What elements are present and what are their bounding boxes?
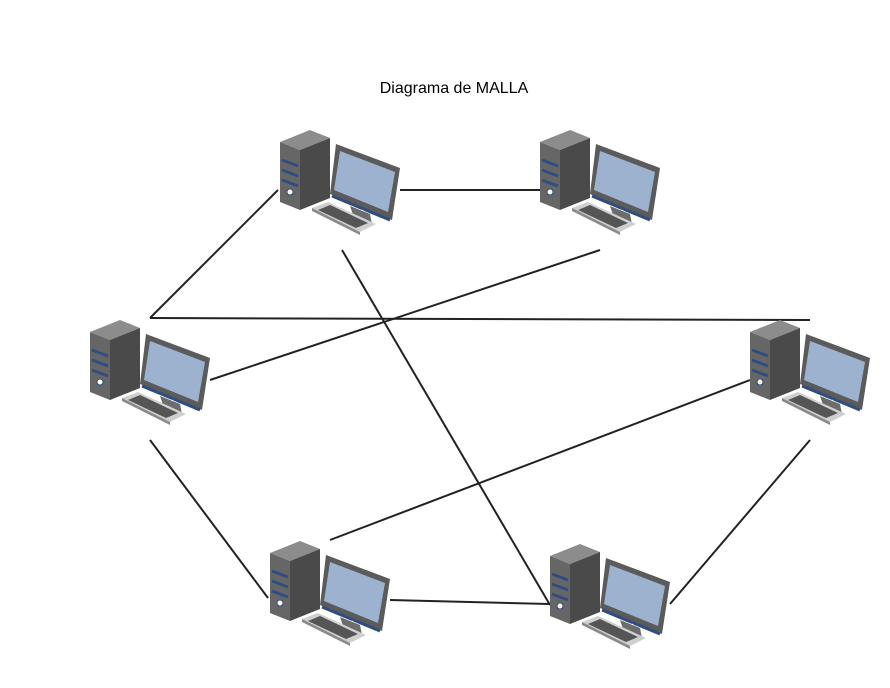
- diagram-title: Diagrama de MALLA: [379, 80, 529, 97]
- desktop-computer-icon: [538, 128, 662, 237]
- link-pc-middle-left-to-pc-middle-right: [149, 317, 811, 321]
- link-pc-top-left-to-pc-middle-left: [149, 189, 279, 319]
- desktop-computer-icon: [268, 539, 392, 648]
- link-pc-middle-right-to-pc-bottom-left: [329, 379, 751, 541]
- pc-top-left: [278, 128, 402, 237]
- link-pc-bottom-left-to-pc-bottom-right: [389, 599, 551, 605]
- nodes-layer: [88, 128, 872, 651]
- link-pc-middle-right-to-pc-bottom-right: [669, 439, 811, 605]
- pc-top-right: [538, 128, 662, 237]
- links-layer: [149, 189, 811, 606]
- link-pc-middle-left-to-pc-bottom-left: [149, 439, 269, 599]
- pc-middle-right: [748, 318, 872, 427]
- desktop-computer-icon: [748, 318, 872, 427]
- desktop-computer-icon: [278, 128, 402, 237]
- link-pc-top-right-to-pc-middle-left: [209, 249, 601, 381]
- pc-bottom-left: [268, 539, 392, 648]
- pc-middle-left: [88, 318, 212, 427]
- desktop-computer-icon: [88, 318, 212, 427]
- link-pc-top-left-to-pc-bottom-right: [341, 249, 551, 606]
- pc-bottom-right: [548, 542, 672, 651]
- desktop-computer-icon: [548, 542, 672, 651]
